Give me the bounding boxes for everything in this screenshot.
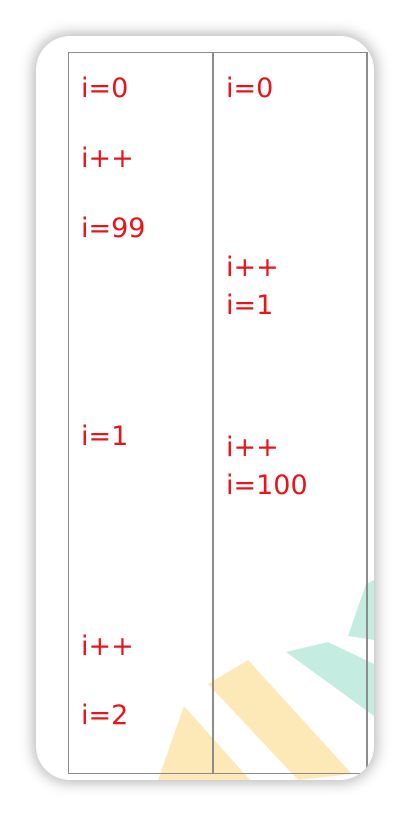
decorative-background-shapes bbox=[158, 580, 374, 780]
right-step-5: i=100 bbox=[226, 470, 308, 501]
left-step-3: i=99 bbox=[81, 213, 146, 244]
left-step-1: i=0 bbox=[81, 73, 129, 104]
left-step-2: i++ bbox=[81, 143, 134, 174]
deco-teal-stripe bbox=[286, 642, 374, 716]
diagram-card: i=0 i++ i=99 i=1 i++ i=2 i=0 i++ i=1 i++… bbox=[36, 36, 374, 780]
left-step-6: i=2 bbox=[81, 700, 129, 731]
right-step-4: i++ bbox=[226, 432, 279, 463]
left-step-5: i++ bbox=[81, 631, 134, 662]
right-step-2: i++ bbox=[226, 252, 279, 283]
right-step-3: i=1 bbox=[226, 290, 274, 321]
table-frame bbox=[68, 52, 368, 774]
deco-yellow-stripe-1 bbox=[158, 706, 250, 780]
left-step-4: i=1 bbox=[81, 421, 129, 452]
column-divider bbox=[212, 52, 214, 774]
right-step-1: i=0 bbox=[226, 73, 274, 104]
deco-yellow-stripe-2 bbox=[208, 660, 352, 780]
deco-teal-blob bbox=[348, 580, 374, 640]
table-right-edge bbox=[366, 52, 368, 774]
